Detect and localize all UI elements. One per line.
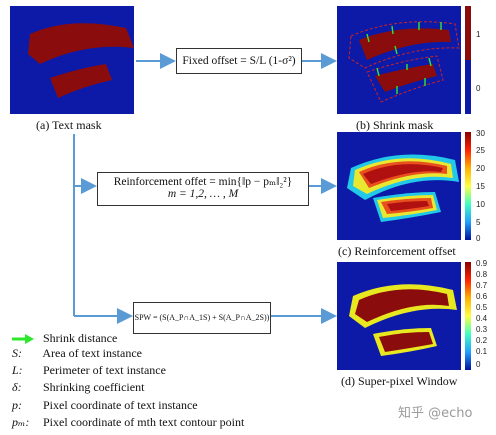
colorbar-c-label-5: 5 [476, 218, 481, 227]
colorbar-d-label-02: 0.2 [476, 336, 488, 345]
reinforcement-formula-line2: m = 1,2, … , M [167, 188, 239, 200]
fixed-offset-formula: Fixed offset = S/L (1-σ²) [176, 48, 302, 74]
colorbar-c-label-10: 10 [476, 200, 485, 209]
legend-text-contour-point: Pixel coordinate of mth text contour poi… [43, 415, 245, 429]
caption-super-pixel-window: (d) Super-pixel Window [341, 374, 458, 388]
legend-symbol-l: L: [12, 363, 23, 377]
legend-text-shrink-distance: Shrink distance [43, 331, 118, 345]
legend-text-area: Area of text instance [42, 346, 142, 360]
colorbar-c-label-20: 20 [476, 164, 485, 173]
colorbar-b-label-0: 0 [476, 84, 481, 93]
colorbar-d-label-0: 0 [476, 360, 481, 369]
caption-reinforcement-offset: (c) Reinforcement offset [338, 244, 456, 258]
caption-text-mask: (a) Text mask [36, 118, 102, 132]
reinforcement-offset-image [337, 132, 461, 240]
colorbar-c-label-30: 30 [476, 129, 485, 138]
legend-symbol-p: p: [12, 398, 22, 412]
legend-text-pixel-coordinate: Pixel coordinate of text instance [43, 398, 198, 412]
legend-text-perimeter: Perimeter of text instance [43, 363, 166, 377]
legend-row-area: S: Area of text instance [12, 346, 142, 361]
colorbar-d-label-01: 0.1 [476, 347, 488, 356]
spw-formula: SPW = (S(A_P∩A_1S) + S(A_P∩A_2S)) / S_(A… [133, 302, 271, 334]
super-pixel-window-image [337, 262, 461, 370]
colorbar-d-label-05: 0.5 [476, 303, 488, 312]
legend-row-pixel-coordinate: p: Pixel coordinate of text instance [12, 398, 198, 413]
legend-symbol-s: S: [12, 346, 22, 360]
shrink-mask-image [337, 6, 461, 114]
legend-row-contour-point: pₘ: Pixel coordinate of mth text contour… [12, 415, 244, 430]
reinforcement-formula-line1: Reinforcement offet = min{‖p − pₘ‖₂²} [113, 176, 293, 188]
legend-symbol-delta: δ: [12, 380, 22, 394]
colorbar-b-label-1: 1 [476, 30, 481, 39]
colorbar-d-label-03: 0.3 [476, 325, 488, 334]
reinforcement-colorbar [465, 132, 471, 240]
caption-shrink-mask: (b) Shrink mask [356, 118, 434, 132]
legend-row-shrink-distance: Shrink distance [12, 331, 117, 346]
colorbar-d-label-08: 0.8 [476, 270, 488, 279]
colorbar-d-label-06: 0.6 [476, 292, 488, 301]
legend-row-perimeter: L: Perimeter of text instance [12, 363, 166, 378]
super-pixel-colorbar [465, 262, 471, 370]
green-arrow-icon [12, 334, 34, 345]
colorbar-c-label-15: 15 [476, 182, 485, 191]
shrink-mask-colorbar [465, 6, 471, 114]
legend-symbol-pm: pₘ: [12, 415, 30, 429]
colorbar-d-label-04: 0.4 [476, 314, 488, 323]
text-mask-image [10, 6, 134, 114]
colorbar-c-label-25: 25 [476, 146, 485, 155]
legend-row-shrinking-coefficient: δ: Shrinking coefficient [12, 380, 144, 395]
colorbar-c-label-0: 0 [476, 234, 481, 243]
colorbar-d-label-07: 0.7 [476, 281, 488, 290]
legend-text-shrinking-coefficient: Shrinking coefficient [43, 380, 145, 394]
reinforcement-offset-formula: Reinforcement offet = min{‖p − pₘ‖₂²} m … [97, 172, 309, 206]
colorbar-d-label-09: 0.9 [476, 259, 488, 268]
watermark: 知乎 @echo [398, 406, 473, 421]
